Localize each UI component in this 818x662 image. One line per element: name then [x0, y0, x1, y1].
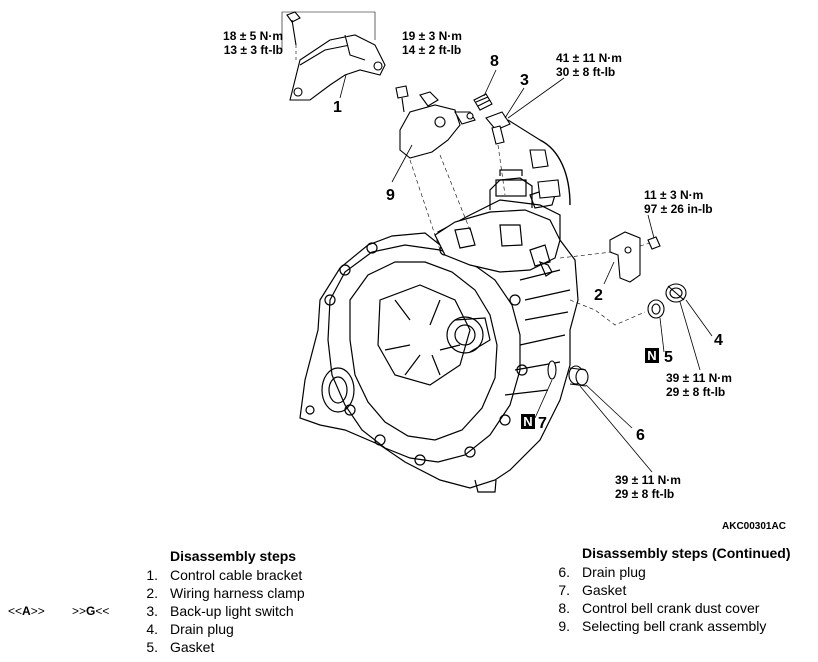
torque-9-imperial: 14 ± 2 ft-lb [402, 43, 461, 57]
torque-2-imperial: 97 ± 26 in-lb [644, 202, 713, 216]
torque-9-metric: 19 ± 3 N·m [402, 29, 462, 43]
transaxle-diagram: 18 ± 5 N·m 13 ± 3 ft-lb 19 ± 3 N·m 14 ± … [223, 11, 732, 501]
svg-text:N: N [523, 414, 532, 429]
steps-right-heading: Disassembly steps (Continued) [582, 545, 791, 561]
step-item: 1.Control cable bracket [146, 567, 303, 583]
step-item: 2.Wiring harness clamp [146, 585, 305, 601]
torque-3-metric: 41 ± 11 N·m [556, 51, 622, 65]
callout-3: 3 [520, 72, 529, 89]
callout-numbers: 1 2 3 4 5 6 7 8 9 [333, 53, 723, 444]
dust-cover [473, 93, 493, 111]
callout-9: 9 [386, 187, 395, 204]
callout-7: 7 [538, 415, 547, 432]
disassembly-steps-left: Disassembly steps 1.Control cable bracke… [124, 548, 305, 656]
wiring-harness-clamp [609, 231, 661, 283]
new-part-mark-5: N [645, 348, 659, 363]
backup-light-switch [485, 111, 571, 206]
new-part-mark-7: N [521, 414, 535, 429]
step-item: 3.Back-up light switch [146, 603, 294, 619]
part3-guide-lines [497, 144, 506, 196]
torque-6-imperial: 29 ± 8 ft-lb [615, 487, 674, 501]
step-item: 4.Drain plug [146, 621, 234, 637]
part2-guide-lines [559, 242, 651, 259]
part4-guide-lines [569, 299, 646, 326]
callout-1: 1 [333, 99, 342, 116]
service-ref-g: >>G<< [72, 604, 110, 618]
callout-6: 6 [636, 427, 645, 444]
disassembly-steps-right: Disassembly steps (Continued) 6.Drain pl… [536, 545, 791, 635]
drain-plug-6 [568, 365, 589, 387]
gasket-5 [647, 299, 665, 319]
torque-1-imperial: 13 ± 3 ft-lb [224, 43, 283, 57]
torque-2-metric: 11 ± 3 N·m [644, 188, 703, 202]
torque-4-metric: 39 ± 11 N·m [666, 371, 732, 385]
callout-4: 4 [714, 332, 723, 349]
part9-guide-lines [409, 154, 471, 251]
leader-lines [339, 69, 713, 473]
part1-guide-lines [281, 11, 376, 60]
service-ref-a: <<A>> [8, 604, 45, 618]
callout-5: 5 [664, 349, 673, 366]
selecting-bell-crank [395, 85, 476, 159]
drain-plug-4 [665, 283, 687, 303]
transaxle-case [299, 169, 579, 493]
torque-4-imperial: 29 ± 8 ft-lb [666, 385, 725, 399]
torque-1-metric: 18 ± 5 N·m [223, 29, 283, 43]
figure-code: AKC00301AC [722, 521, 786, 532]
svg-text:N: N [647, 348, 656, 363]
step-item: 5.Gasket [146, 639, 215, 655]
step-item: 7.Gasket [558, 582, 627, 598]
torque-3-imperial: 30 ± 8 ft-lb [556, 65, 615, 79]
callout-2: 2 [594, 287, 603, 304]
torque-6-metric: 39 ± 11 N·m [615, 473, 681, 487]
step-item: 8.Control bell crank dust cover [558, 600, 760, 616]
callout-8: 8 [490, 53, 499, 70]
torque-labels: 18 ± 5 N·m 13 ± 3 ft-lb 19 ± 3 N·m 14 ± … [223, 29, 732, 501]
steps-left-heading: Disassembly steps [170, 548, 297, 564]
step-item: 6.Drain plug [558, 564, 646, 580]
control-cable-bracket [286, 11, 386, 101]
step-item: 9.Selecting bell crank assembly [558, 618, 767, 634]
gasket-7 [547, 360, 557, 380]
